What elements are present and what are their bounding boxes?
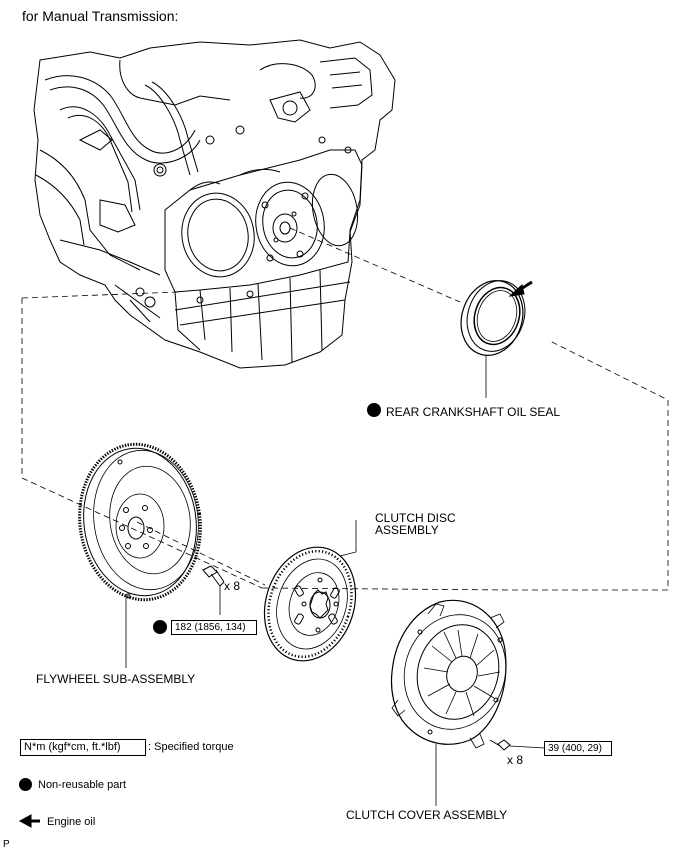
clutch-cover-bolt-quantity: x 8 [507,753,524,767]
non-reusable-part-icon [367,403,381,417]
clutch-cover-bolt-torque: 39 (400, 29) [544,741,612,756]
engine-oil-arrow-icon [508,280,533,297]
flywheel-label: FLYWHEEL SUB-ASSEMBLY [36,672,196,686]
non-reusable-part-icon [153,620,167,634]
clutch-disc-illustration [263,520,357,662]
engine-block-illustration [33,39,396,369]
clutch-disc-label-line1: CLUTCH DISC [375,511,456,525]
legend-non-reusable-icon [19,778,32,791]
clutch-cover-label: CLUTCH COVER ASSEMBLY [346,808,508,822]
corner-mark: P [3,839,10,850]
assembly-dashed-outline [21,227,669,591]
flywheel-bolt-illustration [202,565,225,615]
rear-crankshaft-oil-seal-label: REAR CRANKSHAFT OIL SEAL [386,405,561,419]
legend-non-reusable-text: Non-reusable part [38,779,127,791]
flywheel-bolt-torque: 182 (1856, 134) [171,620,257,635]
legend-engine-oil-arrow-icon [18,814,40,828]
clutch-cover-illustration [390,599,507,806]
flywheel-bolt-quantity: x 8 [224,579,241,593]
clutch-disc-label-line2: ASSEMBLY [375,523,439,537]
page-title: for Manual Transmission: [22,8,179,24]
legend-engine-oil-text: Engine oil [47,816,96,828]
rear-crankshaft-oil-seal-illustration [460,280,526,398]
flywheel-illustration [78,442,202,668]
clutch-cover-bolt-illustration [489,739,546,751]
legend-torque-text: : Specified torque [148,741,234,753]
legend-torque-box: N*m (kgf*cm, ft.*lbf) [20,739,146,756]
